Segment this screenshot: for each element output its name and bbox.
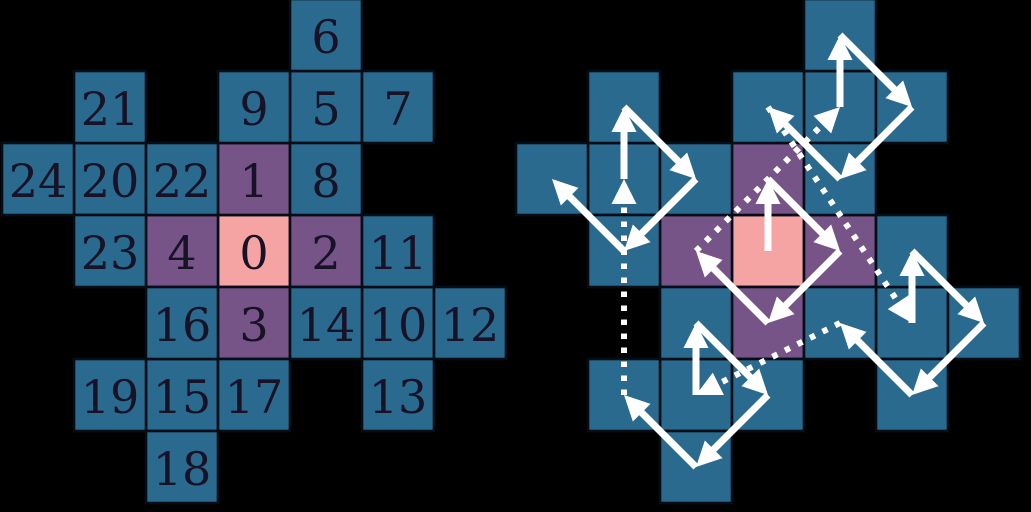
left-cell-number-13: 13 xyxy=(369,370,428,424)
solid-arrow-17-to-18-head xyxy=(696,440,723,467)
left-cell-number-7: 7 xyxy=(383,82,412,136)
left-cell-number-18: 18 xyxy=(153,442,212,496)
solid-arrow-7-to-8-shaft xyxy=(851,104,915,168)
dotted-arrow-4-to-5-shaft xyxy=(693,119,828,254)
solid-arrow-22-to-23-head xyxy=(624,224,651,251)
solid-arrow-18-to-19-head xyxy=(624,395,651,422)
left-grid-cell-17 xyxy=(216,357,292,433)
solid-arrow-3-to-4-shaft xyxy=(707,262,771,326)
dotted-arrow-9-to-10-shaft xyxy=(765,105,904,309)
solid-arrow-1-to-2-head xyxy=(813,224,840,251)
solid-arrow-18-to-19-shaft xyxy=(635,406,699,470)
left-cell-number-0: 0 xyxy=(239,226,268,280)
solid-arrow-22-to-23-shaft xyxy=(635,176,699,240)
left-grid-cell-18 xyxy=(144,429,220,505)
left-cell-number-15: 15 xyxy=(153,370,212,424)
dotted-arrow-9-to-10-head xyxy=(887,295,912,323)
solid-arrow-0-to-1-head xyxy=(755,179,781,204)
left-cell-number-21: 21 xyxy=(81,82,140,136)
left-grid-cell-19 xyxy=(72,357,148,433)
left-cell-number-20: 20 xyxy=(81,154,140,208)
left-cell-number-3: 3 xyxy=(239,298,268,352)
solid-arrow-3-to-4-head xyxy=(696,251,723,278)
left-grid-cell-7 xyxy=(360,69,436,145)
solid-arrow-6-to-7-shaft xyxy=(837,32,901,96)
left-cell-number-6: 6 xyxy=(311,10,340,64)
solid-arrow-16-to-17-shaft xyxy=(693,320,757,384)
solid-arrow-7-to-8-head xyxy=(840,152,867,179)
solid-arrow-11-to-12-shaft xyxy=(909,248,973,312)
solid-arrow-15-to-16-head xyxy=(683,323,709,348)
dotted-arrow-14-to-15-head xyxy=(696,372,724,395)
left-grid-cell-23 xyxy=(72,213,148,289)
left-cell-number-22: 22 xyxy=(153,154,212,208)
left-grid-cell-1 xyxy=(216,141,292,217)
left-grid-cell-24 xyxy=(0,141,76,217)
solid-arrow-10-to-11-head xyxy=(899,251,925,276)
left-grid-cell-11 xyxy=(360,213,436,289)
solid-arrow-23-to-24-shaft xyxy=(563,190,627,254)
left-cell-number-11: 11 xyxy=(369,226,428,280)
dotted-arrow-19-to-20-head xyxy=(611,179,637,204)
left-cell-number-4: 4 xyxy=(167,226,196,280)
solid-arrow-13-to-14-head xyxy=(840,323,867,350)
left-grid-cell-8 xyxy=(288,141,364,217)
left-cell-number-19: 19 xyxy=(81,370,140,424)
solid-arrow-17-to-18-shaft xyxy=(707,392,771,456)
left-grid-cell-16 xyxy=(144,285,220,361)
left-cell-number-1: 1 xyxy=(239,154,268,208)
left-cell-number-9: 9 xyxy=(239,82,268,136)
solid-arrow-12-to-13-head xyxy=(912,368,939,395)
left-grid-cell-21 xyxy=(72,69,148,145)
left-cell-number-14: 14 xyxy=(297,298,356,352)
solid-arrow-12-to-13-shaft xyxy=(923,320,987,384)
solid-arrow-23-to-24-head xyxy=(552,179,579,206)
solid-arrow-11-to-12-head xyxy=(957,296,984,323)
solid-arrow-21-to-22-head xyxy=(669,152,696,179)
left-cell-number-17: 17 xyxy=(225,370,284,424)
left-cell-number-23: 23 xyxy=(81,226,140,280)
dotted-arrow-4-to-5-head xyxy=(813,107,840,134)
solid-arrow-16-to-17-head xyxy=(741,368,768,395)
solid-arrow-13-to-14-shaft xyxy=(851,334,915,398)
left-grid-cell-22 xyxy=(144,141,220,217)
left-grid-cell-12 xyxy=(432,285,508,361)
left-cell-number-16: 16 xyxy=(153,298,212,352)
left-cell-number-5: 5 xyxy=(311,82,340,136)
solid-arrow-2-to-3-shaft xyxy=(779,248,843,312)
left-grid-cell-14 xyxy=(288,285,364,361)
left-cell-number-10: 10 xyxy=(369,298,428,352)
left-cell-number-2: 2 xyxy=(311,226,340,280)
left-grid-cell-9 xyxy=(216,69,292,145)
solid-arrow-2-to-3-head xyxy=(768,296,795,323)
solid-arrow-6-to-7-head xyxy=(885,80,912,107)
left-cell-number-24: 24 xyxy=(9,154,68,208)
left-cell-number-8: 8 xyxy=(311,154,340,208)
solid-arrow-21-to-22-shaft xyxy=(621,104,685,168)
solid-arrow-20-to-21-head xyxy=(611,107,637,132)
solid-arrow-1-to-2-shaft xyxy=(765,176,829,240)
left-cell-number-12: 12 xyxy=(441,298,500,352)
left-grid-cell-6 xyxy=(288,0,364,73)
solid-arrow-5-to-6-head xyxy=(827,35,853,60)
left-grid-cell-13 xyxy=(360,357,436,433)
solid-arrow-8-to-9-shaft xyxy=(779,118,843,182)
dotted-arrow-14-to-15-shaft xyxy=(712,320,842,389)
solid-arrow-8-to-9-head xyxy=(768,107,795,134)
